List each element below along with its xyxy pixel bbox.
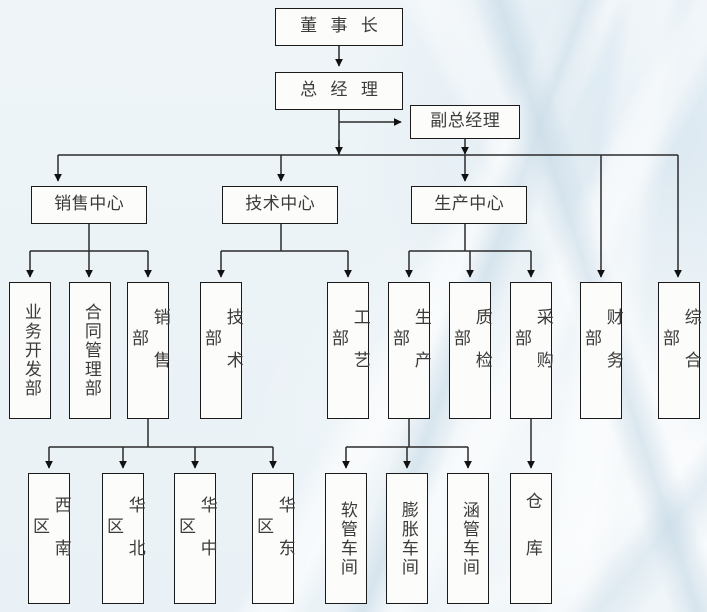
node-sales-center[interactable]: 销售中心 [31, 186, 147, 224]
node-process-dept[interactable]: 工艺部 [327, 282, 370, 419]
node-finance-dept-label: 财务部 [581, 307, 623, 394]
node-business-development-dept[interactable]: 业务开发部 [9, 282, 51, 419]
node-sales-dept[interactable]: 销售部 [127, 282, 170, 419]
node-region-north-china[interactable]: 华北区 [102, 473, 145, 604]
node-quality-control-dept-label: 质检部 [450, 307, 492, 394]
node-warehouse-label: 仓库 [521, 491, 542, 586]
node-expansion-workshop[interactable]: 膨胀车间 [386, 473, 428, 604]
node-general-manager[interactable]: 总 经 理 [275, 72, 403, 110]
node-quality-control-dept[interactable]: 质检部 [449, 282, 492, 419]
node-tech-center-label: 技术中心 [245, 194, 316, 215]
node-contract-management-dept[interactable]: 合同管理部 [69, 282, 111, 419]
node-technology-dept-label: 技术部 [201, 307, 243, 394]
node-technology-dept[interactable]: 技术部 [200, 282, 243, 419]
node-deputy-general-manager[interactable]: 副总经理 [410, 105, 520, 139]
node-culvert-workshop[interactable]: 涵管车间 [447, 473, 489, 604]
node-culvert-workshop-label: 涵管车间 [458, 500, 479, 577]
node-administration-dept-label: 综合部 [659, 307, 701, 394]
node-chairman-label: 董 事 长 [300, 16, 382, 37]
node-administration-dept[interactable]: 综合部 [658, 282, 701, 419]
node-general-manager-label: 总 经 理 [300, 80, 382, 101]
node-finance-dept[interactable]: 财务部 [580, 282, 623, 419]
node-region-central-china-label: 华中区 [175, 495, 217, 582]
node-region-southwest-label: 西南区 [29, 495, 71, 582]
node-production-center-label: 生产中心 [434, 194, 505, 215]
node-hose-workshop[interactable]: 软管车间 [325, 473, 367, 604]
node-region-southwest[interactable]: 西南区 [28, 473, 71, 604]
node-business-development-dept-label: 业务开发部 [20, 303, 41, 398]
node-purchasing-dept[interactable]: 采购部 [510, 282, 553, 419]
node-production-center[interactable]: 生产中心 [411, 186, 527, 224]
node-contract-management-dept-label: 合同管理部 [80, 303, 101, 398]
node-production-dept[interactable]: 生产部 [388, 282, 431, 419]
node-warehouse[interactable]: 仓库 [510, 473, 552, 604]
node-sales-dept-label: 销售部 [128, 307, 170, 394]
node-deputy-general-manager-label: 副总经理 [430, 111, 501, 132]
node-tech-center[interactable]: 技术中心 [222, 186, 338, 224]
node-expansion-workshop-label: 膨胀车间 [397, 500, 418, 577]
node-region-east-china-label: 华东区 [253, 495, 295, 582]
node-process-dept-label: 工艺部 [328, 307, 370, 394]
node-region-north-china-label: 华北区 [103, 495, 145, 582]
node-purchasing-dept-label: 采购部 [511, 307, 553, 394]
node-region-east-china[interactable]: 华东区 [252, 473, 295, 604]
node-sales-center-label: 销售中心 [54, 194, 125, 215]
node-chairman[interactable]: 董 事 长 [275, 8, 403, 46]
node-hose-workshop-label: 软管车间 [336, 500, 357, 577]
node-region-central-china[interactable]: 华中区 [174, 473, 217, 604]
node-production-dept-label: 生产部 [389, 307, 431, 394]
